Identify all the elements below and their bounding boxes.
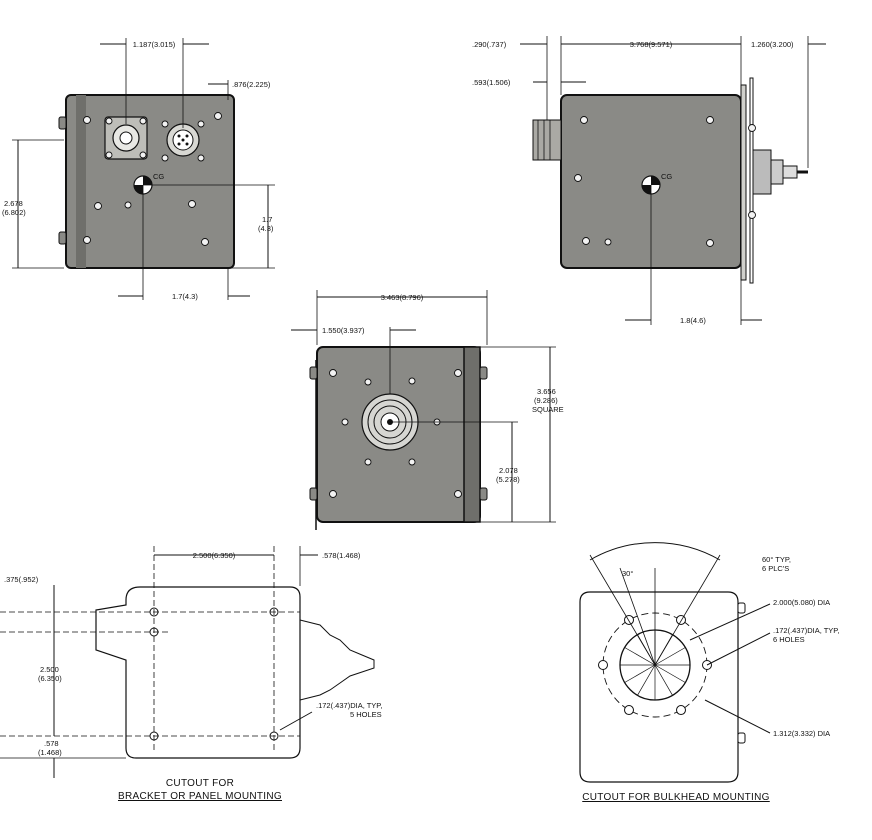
bracket-cutout-view: 2.500(6.350) .578(1.468) .375(.952) 2.50… <box>0 546 382 802</box>
front-height-dim: 2.678 <box>4 199 23 208</box>
bulkhead-holes-count: 6 HOLES <box>773 635 805 644</box>
bracket-width-dim: 2.500(6.350) <box>193 551 236 560</box>
bracket-outline <box>95 586 301 759</box>
bracket-caption-1: CUTOUT FOR <box>166 778 234 789</box>
bulkhead-angle-note: 60° TYP, <box>762 555 791 564</box>
front-cg-height-mm: (4.3) <box>258 224 274 233</box>
rear-center-height-dim: 2.078 <box>499 466 518 475</box>
side-stud-dim: 1.260(3.200) <box>751 40 794 49</box>
bracket-caption-2: BRACKET OR PANEL MOUNTING <box>118 791 282 802</box>
rear-view: 3.463(8.796) 1.550(3.937) 3.656 (9.286) … <box>291 290 564 530</box>
bulkhead-caption: CUTOUT FOR BULKHEAD MOUNTING <box>582 792 770 803</box>
radial-line <box>654 647 686 666</box>
front-view: CG 1.187(3.015) .876(2.225) 2.678 (6.802… <box>2 38 275 301</box>
side-connector-dim: .290(.737) <box>472 40 507 49</box>
side-flange-dim: .593(1.506) <box>472 78 511 87</box>
rear-center-height-mm: (5.278) <box>496 475 520 484</box>
front-cg-height-dim: 1.7 <box>262 215 272 224</box>
bulkhead-mount-hole <box>676 614 686 625</box>
cg-label-side: CG <box>661 172 672 181</box>
bulkhead-mount-hole <box>624 705 634 716</box>
radial-line <box>654 664 686 683</box>
front-width-dim: 1.187(3.015) <box>133 40 176 49</box>
side-view: CG .290(.737) 3.768(9.571) 1.260(3.200) … <box>472 36 826 325</box>
front-offset-dim: .876(2.225) <box>232 80 271 89</box>
bulkhead-mount-hole <box>676 705 686 716</box>
side-connector <box>532 119 562 161</box>
radial-line <box>654 664 673 696</box>
bracket-bottom-dim: .578 <box>44 739 59 748</box>
bulkhead-inner-dim: 1.312(3.332) DIA <box>773 729 830 738</box>
radial-line <box>624 647 656 666</box>
bulkhead-angle-count: 6 PLC'S <box>762 564 789 573</box>
radial-line <box>637 664 656 696</box>
cg-label: CG <box>153 172 164 181</box>
front-cg-x-dim: 1.7(4.3) <box>172 292 198 301</box>
bulkhead-mount-hole <box>624 614 634 625</box>
bulkhead-cutout-view: 60° TYP, 6 PLC'S 30° 2.000(5.080) DIA .1… <box>579 542 839 803</box>
bracket-holes-note: .172(.437)DIA, TYP, <box>316 701 382 710</box>
side-width-dim: 3.768(9.571) <box>630 40 673 49</box>
rear-square-mm: (9.286) <box>534 396 558 405</box>
bracket-holes-count: 5 HOLES <box>350 710 382 719</box>
side-cg-x-dim: 1.8(4.6) <box>680 316 706 325</box>
rear-square-label: SQUARE <box>532 405 564 414</box>
rear-square-dim: 3.656 <box>537 387 556 396</box>
bracket-height-mm: (6.350) <box>38 674 62 683</box>
bracket-top-dim: .375(.952) <box>4 575 39 584</box>
bulkhead-holes-note: .172(.437)DIA, TYP, <box>773 626 839 635</box>
bracket-height-dim: 2.500 <box>40 665 59 674</box>
bulkhead-30-label: 30° <box>622 569 633 578</box>
bulkhead-bolt-circle-dim: 2.000(5.080) DIA <box>773 598 830 607</box>
front-height-mm: (6.802) <box>2 208 26 217</box>
bracket-edge-dim: .578(1.468) <box>322 551 361 560</box>
bracket-bottom-mm: (1.468) <box>38 748 62 757</box>
rear-width-dim: 3.463(8.796) <box>381 293 424 302</box>
radial-line <box>624 664 656 683</box>
bulkhead-outline <box>579 591 739 783</box>
bulkhead-mount-hole <box>598 660 608 670</box>
rear-center-dim: 1.550(3.937) <box>322 326 365 335</box>
